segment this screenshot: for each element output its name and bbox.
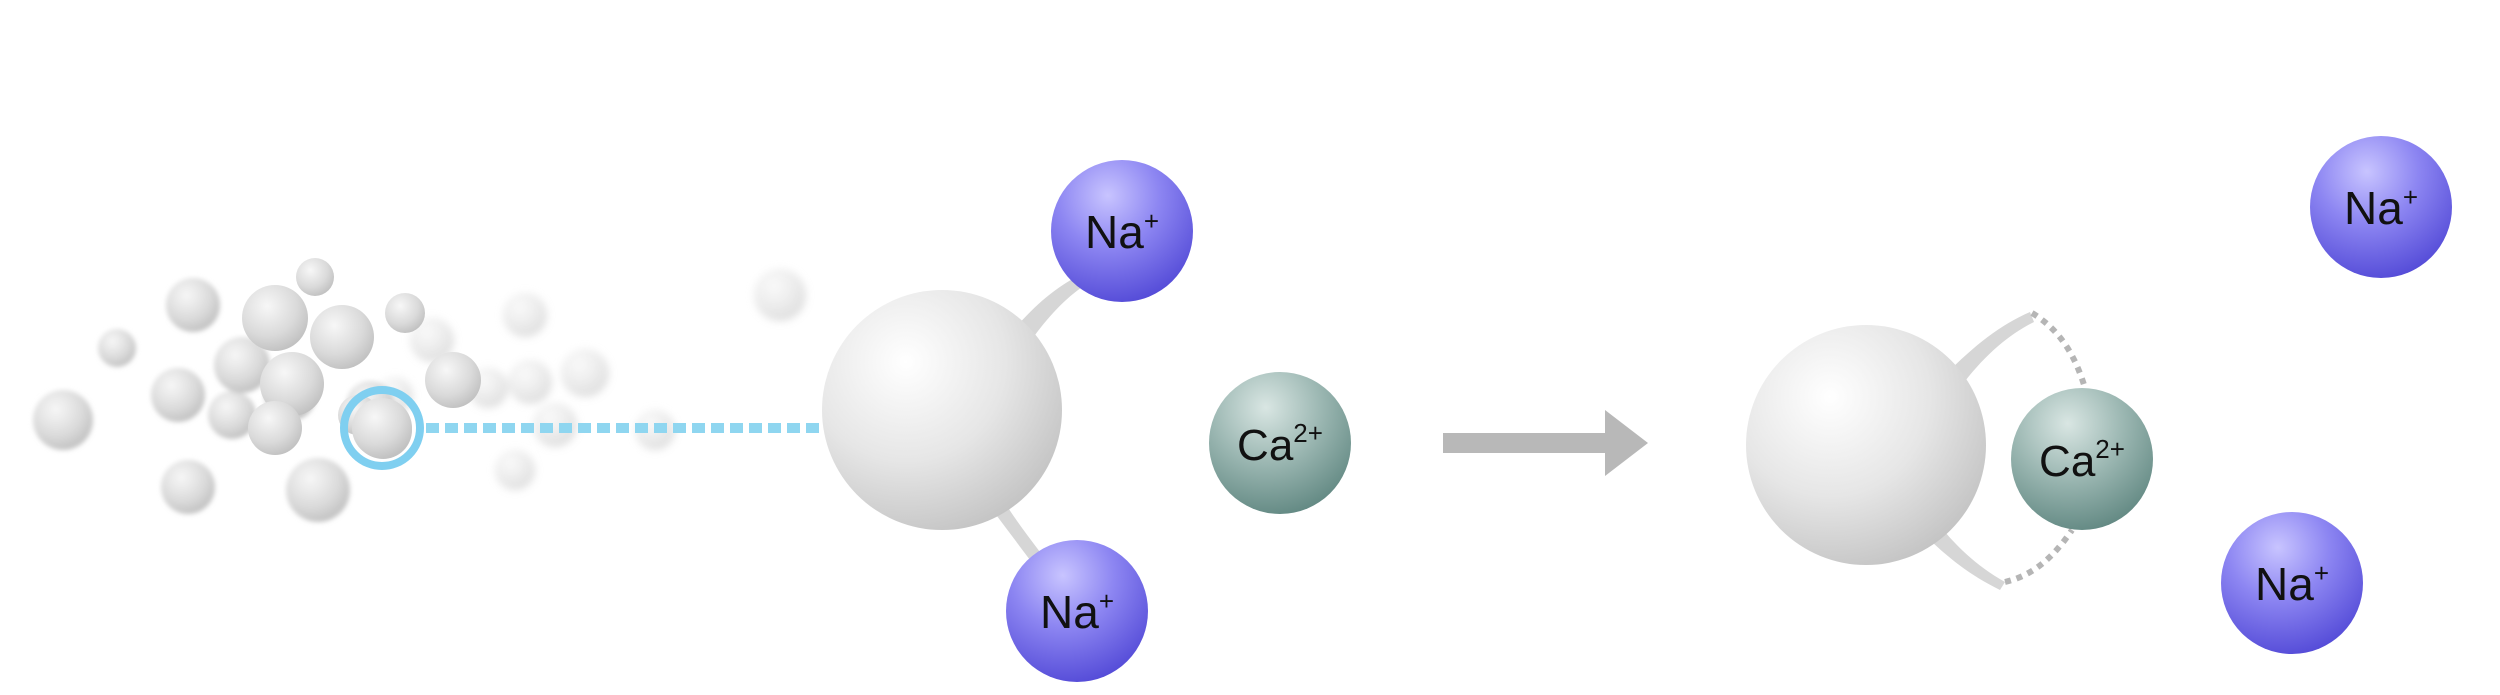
ion-charge: + xyxy=(1099,586,1114,616)
ion-symbol: Ca xyxy=(1237,421,1294,470)
ion-charge: + xyxy=(1144,206,1159,236)
resin-bead-cluster xyxy=(33,258,806,522)
svg-text:Na+: Na+ xyxy=(2344,182,2418,234)
cluster-bead xyxy=(503,293,547,337)
cluster-bead xyxy=(248,401,302,455)
before-state: Na+ Na+ Ca2+ xyxy=(822,160,1351,682)
cluster-bead xyxy=(385,293,425,333)
cluster-bead xyxy=(533,403,577,447)
cluster-bead xyxy=(296,258,334,296)
svg-text:Na+: Na+ xyxy=(2255,558,2329,610)
tether-top xyxy=(1945,312,2034,385)
svg-text:Na+: Na+ xyxy=(1040,586,1114,638)
cluster-bead xyxy=(208,391,256,439)
ion-symbol: Na xyxy=(2255,558,2314,610)
cluster-bead xyxy=(33,390,93,450)
cluster-bead xyxy=(214,337,270,393)
ion-symbol: Na xyxy=(1085,206,1144,258)
sodium-ion: Na+ xyxy=(2221,512,2363,654)
cluster-bead xyxy=(754,269,806,321)
calcium-ion: Ca2+ xyxy=(2011,388,2153,530)
ion-charge: + xyxy=(2403,182,2418,212)
highlighted-bead xyxy=(352,398,412,458)
highlight-ring xyxy=(340,386,424,470)
coordination-bond xyxy=(2004,528,2075,585)
cluster-bead xyxy=(286,458,350,522)
cluster-bead xyxy=(310,305,374,369)
coordination-bond xyxy=(2030,310,2088,389)
ion-symbol: Na xyxy=(2344,182,2403,234)
sodium-ion: Na+ xyxy=(1006,540,1148,682)
ion-charge: + xyxy=(2314,558,2329,588)
tether-bottom xyxy=(1925,520,2005,590)
cluster-bead xyxy=(410,318,454,362)
cluster-bead xyxy=(495,450,535,490)
ion-symbol: Na xyxy=(1040,586,1099,638)
sodium-ion: Na+ xyxy=(2310,136,2452,278)
tether-top xyxy=(1018,272,1090,335)
after-state: Ca2+ Na+ Na+ xyxy=(1746,136,2452,654)
ion-symbol: Ca xyxy=(2039,437,2096,486)
sodium-ion: Na+ xyxy=(1051,160,1193,302)
cluster-bead xyxy=(561,349,609,397)
cluster-bead xyxy=(425,352,481,408)
cluster-bead xyxy=(242,285,308,351)
svg-text:Ca2+: Ca2+ xyxy=(2039,434,2125,486)
ion-charge: 2+ xyxy=(2095,434,2125,464)
resin-bead-large xyxy=(1746,325,1986,565)
reaction-arrow-icon xyxy=(1443,410,1648,476)
ion-charge: 2+ xyxy=(1293,418,1323,448)
svg-text:Na+: Na+ xyxy=(1085,206,1159,258)
resin-bead-large xyxy=(822,290,1062,530)
faded-beads xyxy=(377,269,806,490)
cluster-bead xyxy=(260,352,324,416)
cluster-bead xyxy=(161,460,215,514)
svg-text:Ca2+: Ca2+ xyxy=(1237,418,1323,470)
cluster-bead xyxy=(508,360,552,404)
cluster-bead xyxy=(166,278,220,332)
cluster-bead xyxy=(151,368,205,422)
calcium-ion: Ca2+ xyxy=(1209,372,1351,514)
cluster-bead xyxy=(98,329,136,367)
